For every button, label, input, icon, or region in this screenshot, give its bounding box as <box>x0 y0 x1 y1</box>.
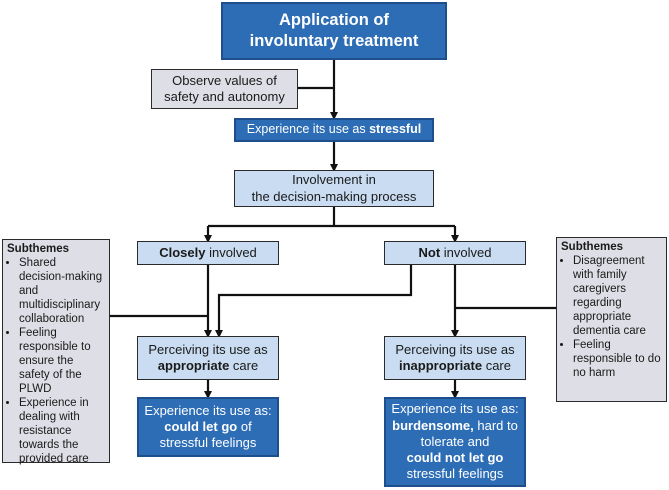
node-involvement-decision-making: Involvement in the decision-making proce… <box>234 170 434 207</box>
subthemes-left-list: Shared decision-making and multidiscipli… <box>7 256 105 466</box>
node-observe-values: Observe values of safety and autonomy <box>151 69 298 109</box>
subthemes-right-list: Disagreement with family caregivers rega… <box>561 254 662 380</box>
node-experience-stressful: Experience its use as stressful <box>234 118 434 142</box>
list-item: Disagreement with family caregivers rega… <box>573 254 662 338</box>
node-could-not-let-go: Experience its use as: burdensome, hard … <box>384 397 526 487</box>
list-item: Feeling responsible to ensure the safety… <box>19 326 105 396</box>
subthemes-right-panel: Subthemes Disagreement with family careg… <box>556 237 667 402</box>
list-item: Feeling responsible to do no harm <box>573 338 662 380</box>
node-perceiving-appropriate-care: Perceiving its use as appropriate care <box>137 336 279 380</box>
arrow-not-to-appropriate <box>215 265 413 338</box>
node-not-involved: Not involved <box>384 241 526 265</box>
list-item: Shared decision-making and multidiscipli… <box>19 256 105 326</box>
subthemes-left-panel: Subthemes Shared decision-making and mul… <box>2 239 110 466</box>
list-item: Experience in dealing with resistance to… <box>19 396 105 466</box>
subthemes-right-title: Subthemes <box>561 241 623 253</box>
node-perceiving-inappropriate-care: Perceiving its use as inappropriate care <box>384 336 526 380</box>
node-could-let-go: Experience its use as: could let go of s… <box>137 397 279 457</box>
node-closely-involved: Closely involved <box>137 241 279 265</box>
node-application-of-involuntary-treatment: Application of involuntary treatment <box>221 2 447 60</box>
subthemes-left-title: Subthemes <box>7 243 69 255</box>
